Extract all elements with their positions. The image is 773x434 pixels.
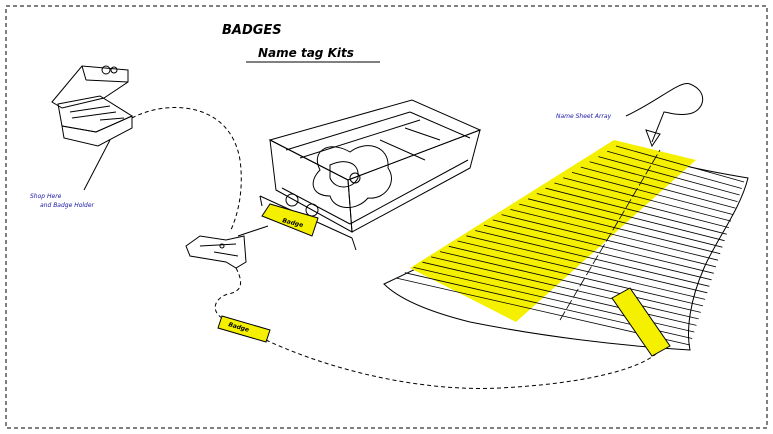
path-clip-to-tag [214,267,242,319]
sheet-row-line [510,209,719,261]
path-tag-to-sheet [265,339,659,389]
sheet-row-line [615,145,745,183]
sheet-row-line [501,214,716,268]
sheet-array-label: Name Sheet Array [556,113,612,120]
sheet-row-line [545,187,727,235]
sheet-row-line [527,198,723,248]
sheet-row-line [598,156,740,196]
sheet-row-line [519,203,721,255]
shop-note-line1: Shop Here [30,193,62,200]
sheet-array-leader [625,83,703,143]
sheet-row-line [536,193,725,242]
sheet-cut-line [559,149,661,321]
sheet-row-line [563,177,732,222]
diagram-subtitle: Name tag Kits [258,46,354,60]
shop-note-line2: and Badge Holder [40,202,95,209]
card-leader [237,225,269,237]
sheet-row-line [448,245,704,307]
badge-card [261,203,319,237]
shop-note-leader [83,139,111,191]
badge-tag [217,315,271,343]
sheet-row-line [571,172,734,215]
sheet-array-arrowhead [645,129,661,148]
diagram-title: BADGES [222,23,282,38]
badge-holder-case [51,65,134,147]
sheet-row-line [483,224,712,281]
sheet-row-line [607,150,742,189]
sheet-row-line [475,230,710,287]
sheet-row-line [439,251,701,313]
highlight-column[interactable] [410,140,696,322]
page-frame [5,5,768,429]
sheet-row-line [580,166,736,209]
sheet-row-line [589,161,738,202]
badge-clip [185,235,247,269]
sheet-row-line [457,240,706,300]
sheet-row-line [431,256,699,320]
sheet-row-line [466,235,708,294]
path-holder-to-badge [131,107,242,233]
sheet-row-line [422,261,697,326]
sheet-row-line [554,182,729,228]
name-sheet-array [383,140,749,357]
loose-strip[interactable] [611,287,671,357]
badge-card-label: Badge [282,217,304,229]
